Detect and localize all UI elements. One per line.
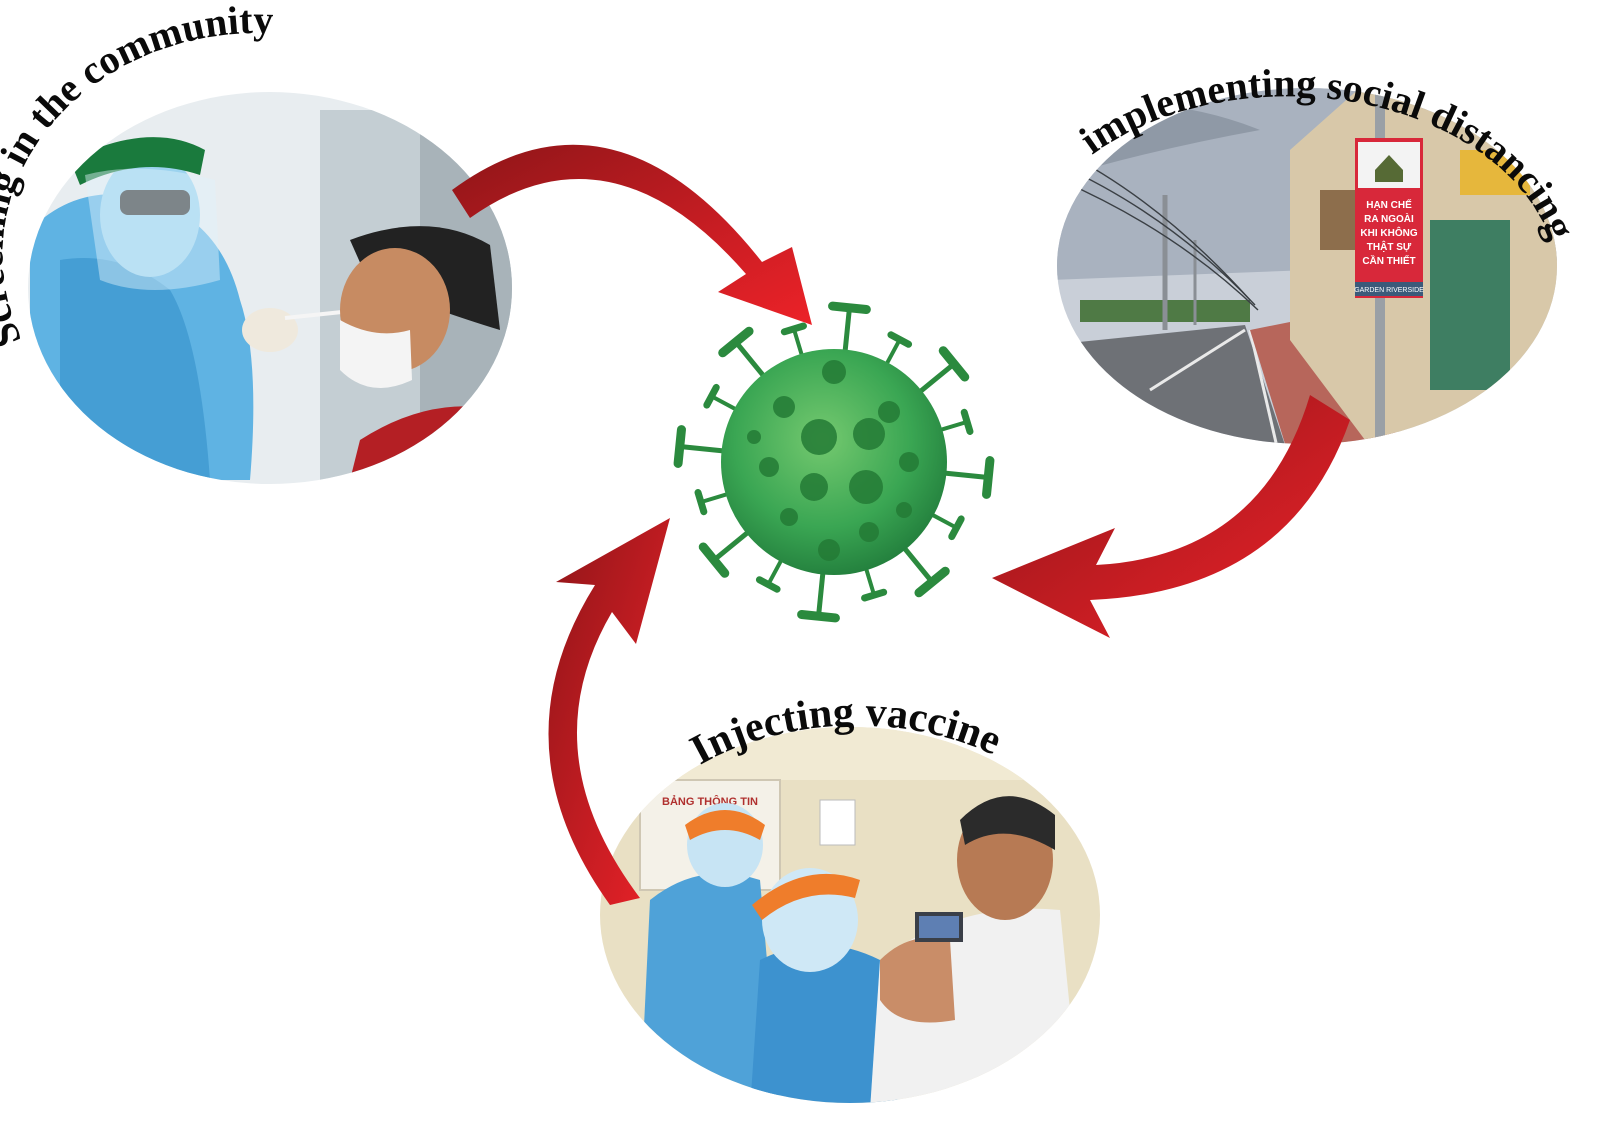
virus-part-25 [828, 301, 871, 314]
virus-part-45 [896, 502, 912, 518]
virus-part-12 [711, 528, 753, 563]
arrow-distancing-to-virus [992, 395, 1350, 638]
virus-part-22 [791, 326, 805, 360]
virus-part-16 [677, 444, 729, 454]
virus-part-21 [718, 326, 754, 358]
vaccination-photo: BẢNG THÔNG TIN [600, 727, 1100, 1103]
virus-part-9 [797, 610, 840, 623]
virus-part-35 [878, 401, 900, 423]
virus-part-30 [936, 419, 970, 433]
screening-photo [28, 92, 512, 484]
virus-part-43 [859, 522, 879, 542]
virus-part-8 [816, 567, 826, 619]
virus-part-44 [818, 539, 840, 561]
sign-line-3: KHI KHÔNG [1360, 226, 1417, 239]
virus-part-40 [800, 473, 828, 501]
arrow-vaccine-to-virus [548, 518, 670, 905]
virus-part-19 [703, 383, 720, 409]
virus-part-15 [694, 489, 708, 516]
virus-part-1 [982, 456, 995, 499]
virus-part-46 [747, 430, 761, 444]
street-photo: HẠN CHẾ RA NGOÀI KHI KHÔNG THẬT SỰ CẦN T… [1057, 88, 1557, 444]
virus-part-26 [883, 337, 902, 368]
virus-part-18 [709, 394, 740, 413]
sign-line-2: RA NGOÀI [1364, 212, 1414, 225]
virus-part-17 [673, 425, 686, 468]
sign-caption: GARDEN RIVERSIDE [1354, 287, 1424, 294]
virus-part-36 [801, 419, 837, 455]
virus-part-27 [887, 331, 913, 348]
virus-part-20 [733, 339, 768, 381]
virus-part-7 [861, 588, 888, 602]
distancing-sign: HẠN CHẾ RA NGOÀI KHI KHÔNG THẬT SỰ CẦN T… [1354, 138, 1424, 298]
virus-part-5 [914, 566, 950, 598]
virus-part-14 [698, 491, 732, 505]
sign-line-5: CẦN THIẾT [1362, 254, 1415, 267]
virus-part-10 [766, 556, 785, 587]
coronavirus-icon [673, 301, 995, 623]
virus-part-42 [780, 508, 798, 526]
virus-part-41 [849, 470, 883, 504]
virus-part-33 [822, 360, 846, 384]
virus-part-24 [842, 305, 852, 357]
sign-line-1: HẠN CHẾ [1366, 198, 1412, 211]
virus-part-23 [780, 322, 807, 336]
virus-part-39 [899, 452, 919, 472]
virus-part-28 [915, 361, 957, 396]
sign-line-4: THẬT SỰ [1367, 240, 1412, 253]
virus-part-4 [900, 543, 935, 585]
virus-part-6 [863, 564, 877, 598]
virus-part-0 [939, 470, 991, 480]
notice-board-title: BẢNG THÔNG TIN [662, 795, 758, 808]
virus-part-2 [928, 511, 959, 530]
virus-part-3 [948, 515, 965, 541]
virus-part-31 [960, 408, 974, 435]
virus-part-34 [773, 396, 795, 418]
virus-part-38 [759, 457, 779, 477]
virus-part-11 [755, 576, 781, 593]
virus-part-37 [853, 418, 885, 450]
arrow-screening-to-virus [452, 144, 812, 325]
virus-part-13 [698, 542, 730, 578]
virus-part-29 [938, 346, 970, 382]
